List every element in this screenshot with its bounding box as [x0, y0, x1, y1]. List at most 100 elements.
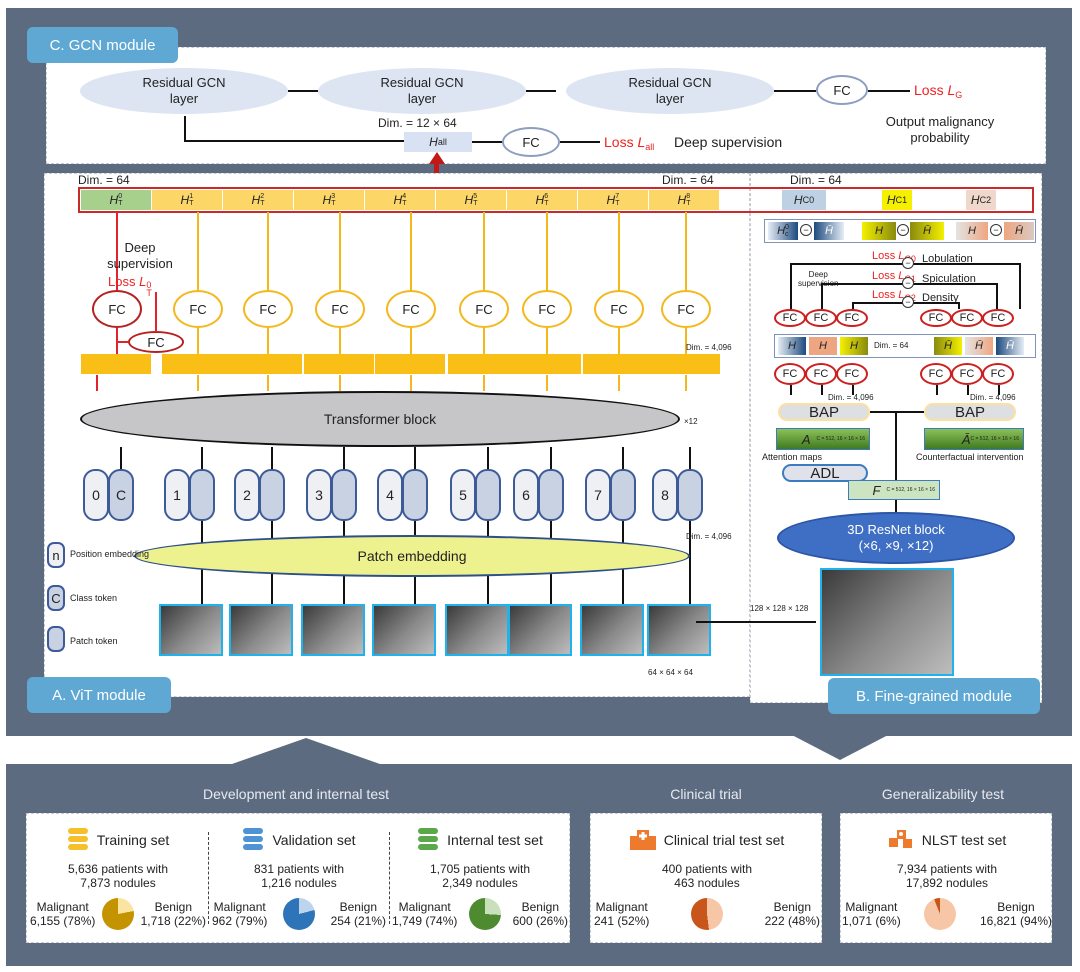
- position-embedding-token: 5: [450, 469, 476, 521]
- arrow: [267, 328, 269, 354]
- arrow: [936, 385, 938, 395]
- fc-node: FC: [594, 290, 644, 328]
- loss-connector: [790, 263, 792, 309]
- arrow: [546, 212, 548, 298]
- legend-patch-glyph: [47, 626, 65, 652]
- patch-size-label: 64 × 64 × 64: [648, 668, 693, 677]
- loss-connector: [1019, 263, 1021, 309]
- concatenated-features: [78, 187, 1034, 213]
- resnet-block: 3D ResNet block(×6, ×9, ×12): [777, 512, 1015, 564]
- dataset-name: NLST test set: [921, 832, 1007, 848]
- arrow: [472, 141, 502, 143]
- arrow: [201, 447, 203, 469]
- class-balance-pie: [691, 898, 723, 930]
- h-c1-mid: H: [809, 337, 837, 355]
- gcn-module-label: C. GCN module: [49, 36, 156, 54]
- class-balance-pie: [102, 898, 134, 930]
- patch-cube: [229, 604, 293, 656]
- minus-icon: −: [902, 257, 914, 269]
- arrow: [155, 292, 157, 332]
- patch-token: [610, 469, 636, 521]
- position-embedding-token: 3: [306, 469, 332, 521]
- nodules-count: 463 nodules: [674, 876, 740, 890]
- repeat-label: ×12: [684, 417, 698, 426]
- loss-all: Loss Lall: [604, 134, 655, 152]
- fc-node: FC: [920, 309, 952, 327]
- patch-token: [331, 469, 357, 521]
- connector: [184, 116, 186, 142]
- loss-connector: [852, 302, 854, 309]
- h-c1-b: H̄: [910, 222, 944, 240]
- group-title-development: Development and internal test: [203, 786, 389, 802]
- fc-node: FC: [774, 309, 806, 327]
- h-c1-a: H: [862, 222, 896, 240]
- vit-module-tab: A. ViT module: [27, 677, 171, 713]
- fc-label: FC: [833, 82, 851, 98]
- class-balance-pie: [469, 898, 501, 930]
- dim-4096-label: Dim. = 4,096: [686, 532, 732, 541]
- input-size-label: 128 × 128 × 128: [750, 604, 809, 613]
- lobulation-label: Lobulation: [922, 253, 973, 265]
- loss-g: Loss LG: [914, 82, 963, 100]
- loss-connector: [821, 283, 823, 309]
- gcn-module-tab: C. GCN module: [27, 27, 178, 63]
- arrow: [685, 328, 687, 354]
- dataset-name: Training set: [96, 832, 170, 848]
- position-embedding-token: 7: [585, 469, 611, 521]
- connector: [895, 411, 897, 517]
- group-title-clinical: Clinical trial: [670, 786, 742, 802]
- dataset-name: Clinical trial test set: [663, 832, 785, 848]
- patients-count: 7,934 patients with: [896, 862, 998, 876]
- deep-supervision-fc: FC: [502, 127, 560, 157]
- position-embedding-token: 0: [83, 469, 109, 521]
- arrow: [414, 447, 416, 469]
- arrow: [618, 328, 620, 354]
- token-feature-bar: [375, 354, 445, 374]
- h-c2-b: H̄: [1004, 222, 1034, 240]
- patch-cube: [580, 604, 644, 656]
- spiculation-label: Spiculation: [922, 273, 976, 285]
- deep-supervision-label: Deep supervision: [674, 134, 783, 150]
- bap-left: BAP: [778, 403, 870, 421]
- patch-token: [538, 469, 564, 521]
- token-feature-bar: [448, 354, 518, 374]
- connector: [689, 521, 691, 617]
- patch-token: [259, 469, 285, 521]
- arrow: [526, 90, 556, 92]
- arrow: [339, 375, 341, 391]
- hospital-icon: [629, 828, 656, 853]
- fc-node: FC: [459, 290, 509, 328]
- arrow: [410, 328, 412, 354]
- patch-token: [402, 469, 428, 521]
- arrow: [560, 141, 600, 143]
- dim-label: Dim. = 64: [790, 173, 842, 187]
- fc-node: FC: [805, 309, 837, 327]
- patients-count: 5,636 patients with: [67, 862, 169, 876]
- arrow: [288, 90, 318, 92]
- arrow: [410, 375, 412, 391]
- arrow: [685, 212, 687, 298]
- patch-cube: [372, 604, 436, 656]
- counterfactual-label: Counterfactual intervention: [916, 452, 1024, 462]
- legend-position-glyph: n: [47, 542, 65, 568]
- divider: [389, 832, 390, 924]
- position-embedding-token: 2: [234, 469, 260, 521]
- fc-node: FC: [243, 290, 293, 328]
- arrow: [546, 375, 548, 391]
- down-triangle: [790, 734, 890, 760]
- arrow: [483, 212, 485, 298]
